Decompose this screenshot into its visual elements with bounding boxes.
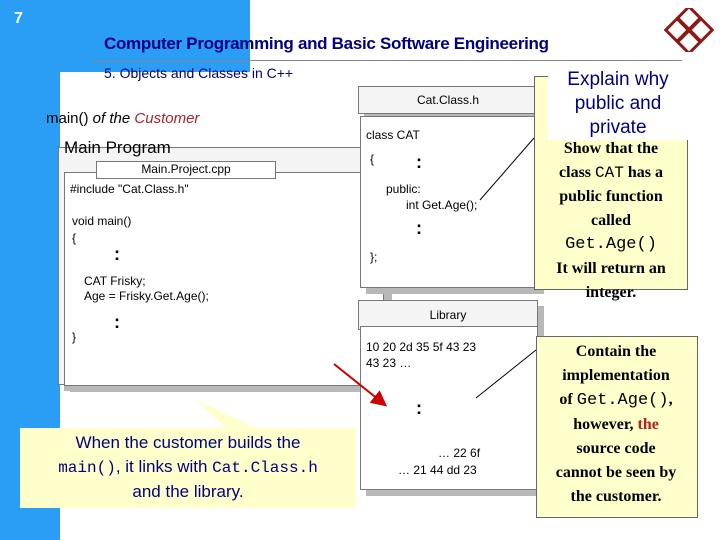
main-panel-label: main() of the Customer bbox=[46, 110, 199, 127]
callout-left-line-3: and the library. bbox=[132, 482, 244, 501]
main-label-mid: of the bbox=[88, 110, 135, 127]
callout-explain-text: Explain why public and private bbox=[548, 68, 688, 140]
callout-left-line-2: main(), it links with Cat.Class.h bbox=[58, 457, 318, 477]
callout-bot-line-5: source code bbox=[576, 440, 656, 457]
code-cat-decl: CAT Frisky; bbox=[84, 274, 146, 288]
university-logo-icon bbox=[664, 8, 714, 52]
main-label-customer: Customer bbox=[134, 110, 200, 127]
catclass-ellipsis-1: : bbox=[416, 152, 422, 172]
slide-subtitle: 5. Objects and Classes in C++ bbox=[104, 65, 294, 81]
callout-bot-line-2: implementation bbox=[562, 367, 670, 384]
code-age-assign: Age = Frisky.Get.Age(); bbox=[84, 289, 209, 303]
catclass-line-end: }; bbox=[370, 250, 378, 264]
catclass-line-class: class CAT bbox=[366, 128, 420, 142]
library-hex-2: 43 23 … bbox=[366, 356, 412, 370]
code-void-main: void main() bbox=[72, 214, 132, 228]
library-hex-1: 10 20 2d 35 5f 43 23 bbox=[366, 340, 477, 354]
catclass-ellipsis-2: : bbox=[416, 218, 422, 238]
callout-left-line-1: When the customer builds the bbox=[75, 433, 301, 452]
code-ellipsis-1: : bbox=[114, 244, 120, 264]
library-hex-4: … 21 44 dd 23 bbox=[398, 463, 477, 477]
code-close-brace: } bbox=[72, 330, 77, 344]
callout-top-line-1: Show that the bbox=[563, 140, 659, 157]
pointer-to-library bbox=[475, 349, 537, 399]
callout-bot-line-3: of Get.Age(), bbox=[559, 391, 673, 410]
link-arrow bbox=[333, 363, 388, 407]
explain-line-1: Explain why bbox=[567, 69, 669, 90]
code-open-brace: { bbox=[72, 231, 77, 245]
callout-bot-line-7: the customer. bbox=[570, 488, 662, 505]
main-program-heading: Main Program bbox=[64, 138, 171, 157]
catclass-code-box bbox=[360, 116, 538, 288]
catclass-line-brace: { bbox=[370, 152, 375, 166]
explain-line-2: public and bbox=[574, 93, 662, 114]
callout-top-line-6: It will return an bbox=[556, 260, 666, 277]
callout-library-box bbox=[536, 336, 698, 518]
catclass-line-public: public: bbox=[386, 182, 421, 196]
pointer-to-getage bbox=[479, 137, 535, 201]
callout-top-line-4: called bbox=[591, 212, 631, 229]
catclass-heading: Cat.Class.h bbox=[358, 86, 538, 114]
title-divider bbox=[92, 60, 682, 61]
explain-line-3: private bbox=[589, 117, 647, 138]
callout-library-text: Contain the implementation of Get.Age(),… bbox=[536, 340, 696, 509]
main-project-code-box bbox=[64, 172, 384, 386]
callout-bot-line-6: cannot be seen by bbox=[555, 464, 677, 481]
callout-top-line-7: integer. bbox=[585, 284, 637, 301]
callout-getage-text: Show that the class CAT has a public fun… bbox=[536, 137, 686, 305]
callout-customer-box bbox=[20, 428, 356, 508]
library-heading: Library bbox=[358, 300, 538, 330]
callout-customer-text: When the customer builds the main(), it … bbox=[20, 431, 356, 504]
catclass-line-getage: int Get.Age(); bbox=[406, 198, 478, 212]
library-ellipsis: : bbox=[416, 398, 422, 418]
callout-bot-line-1: Contain the bbox=[575, 343, 657, 360]
code-ellipsis-2: : bbox=[114, 312, 120, 332]
main-label-func: main() bbox=[46, 110, 89, 127]
callout-top-line-2: class CAT has a bbox=[559, 164, 663, 182]
slide-title: Computer Programming and Basic Software … bbox=[104, 34, 549, 53]
callout-top-line-3: public function bbox=[559, 188, 663, 205]
library-code-box bbox=[360, 326, 538, 490]
library-hex-3: … 22 6f bbox=[438, 446, 481, 460]
callout-bot-line-4: however, the bbox=[573, 416, 659, 433]
callout-top-line-5: Get.Age() bbox=[565, 235, 657, 254]
code-include: #include "Cat.Class.h" bbox=[70, 182, 189, 196]
left-callout-tail bbox=[196, 400, 256, 428]
slide-number: 7 bbox=[14, 10, 23, 27]
main-project-filename: Main.Project.cpp bbox=[96, 161, 276, 179]
